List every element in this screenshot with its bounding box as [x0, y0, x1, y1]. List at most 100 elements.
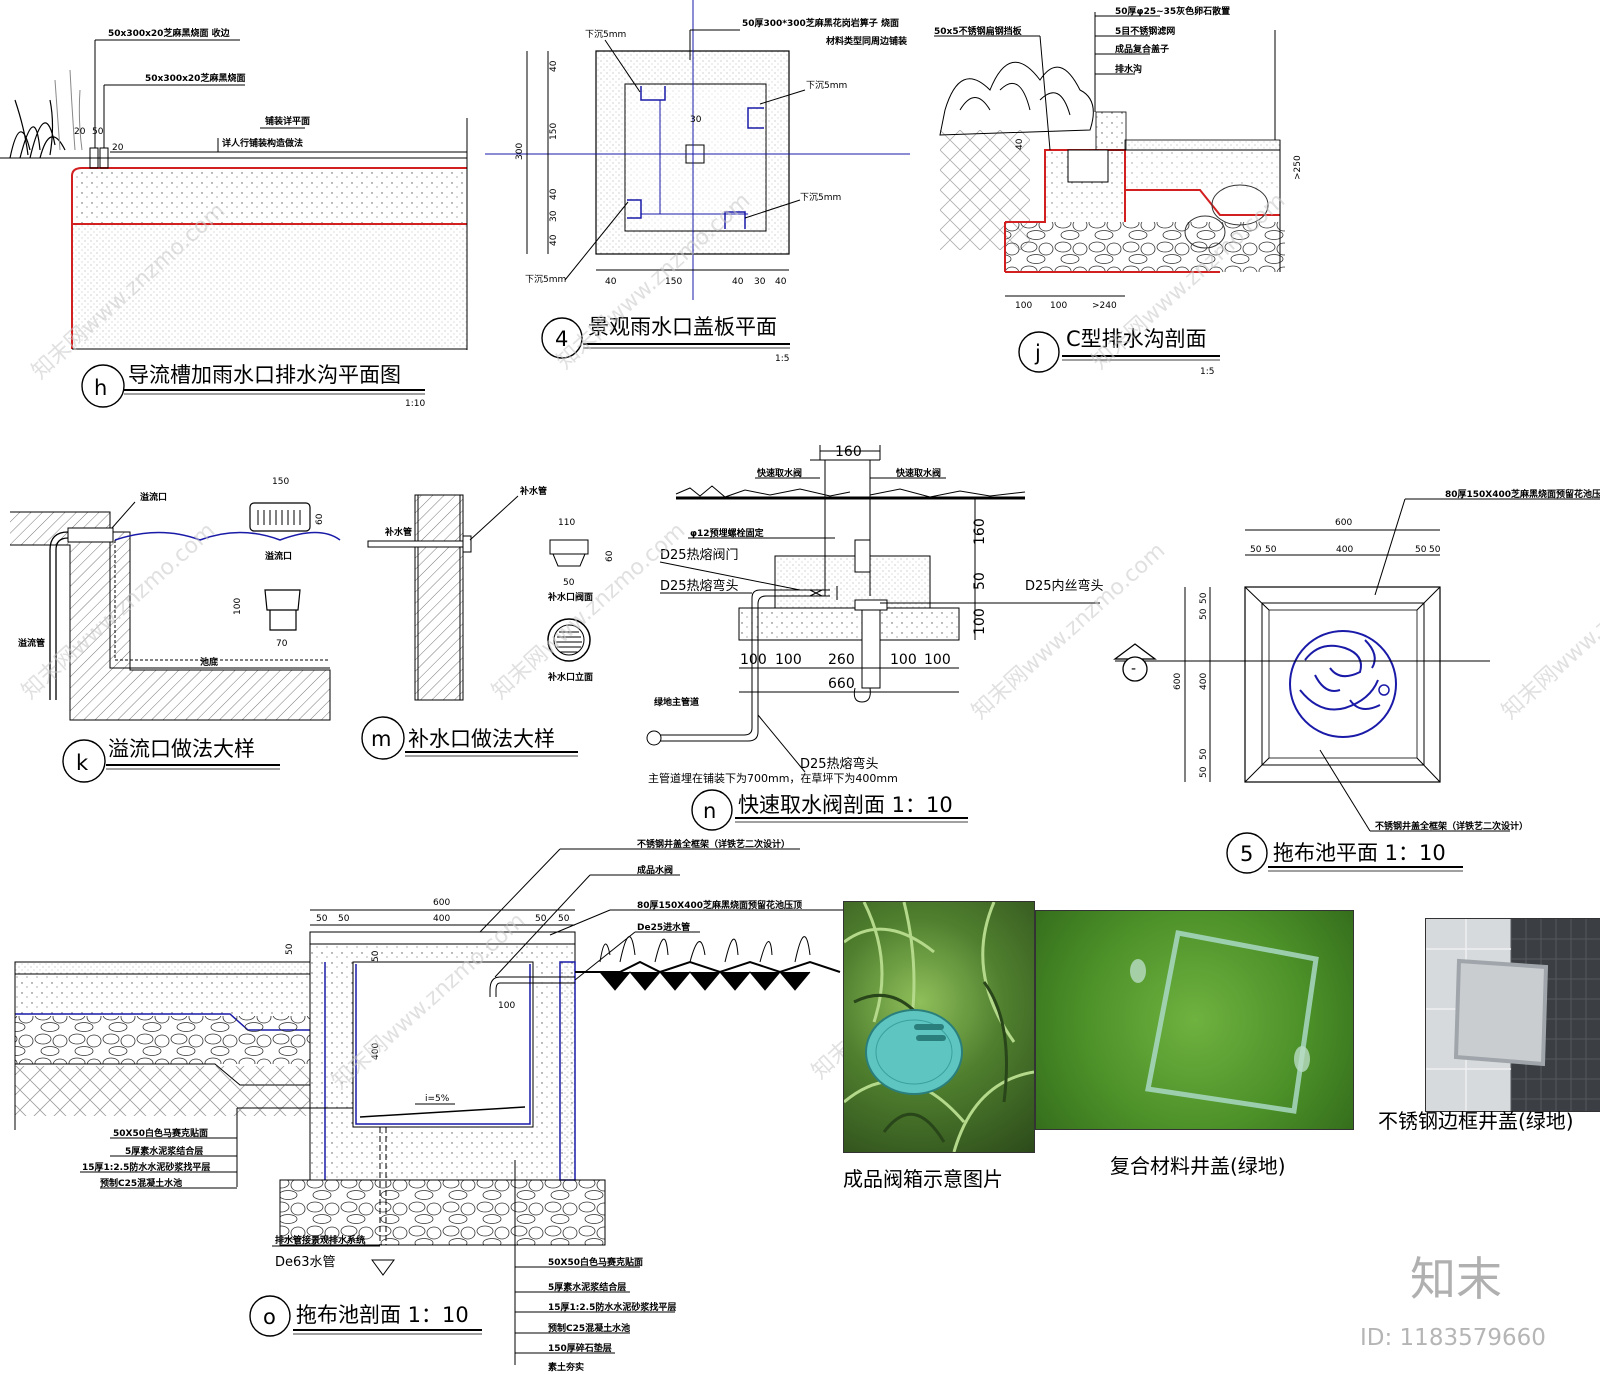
- k-dim-4: 70: [276, 639, 288, 649]
- detail-j: 50厚φ25~35灰色卵石散置 5目不锈钢滤网 成品复合盖子 排水沟 50x5不…: [934, 5, 1303, 377]
- o-title: 拖布池剖面 1：10: [296, 1303, 469, 1327]
- d5-section-mark: -: [1131, 661, 1136, 677]
- o-layer-bottom-2: 5厚素水泥浆结合层: [548, 1281, 626, 1293]
- n-title-mark: n: [703, 799, 716, 823]
- o-layer-bottom-4: 预制C25混凝土水池: [548, 1322, 630, 1334]
- d5-dim-top-3: 400: [1336, 545, 1353, 555]
- d4-annotation-top: 50厚300*300芝麻黑花岗岩箅子 烧面: [742, 17, 899, 29]
- o-dim-1: 50: [316, 914, 328, 924]
- h-annotation-2: 50x300x20芝麻黑烧面: [145, 72, 245, 84]
- photo-valve-box: [843, 901, 1035, 1153]
- j-annotation-left: 50x5不锈钢扁钢挡板: [934, 25, 1023, 37]
- n-dim-v1: 160: [972, 518, 988, 545]
- d4-dim-h-2: 150: [665, 277, 682, 287]
- photo-valve-box-caption: 成品阀箱示意图片: [843, 1167, 1003, 1191]
- d4-hole-dim: 30: [690, 115, 702, 125]
- h-scale: 1:10: [405, 399, 425, 409]
- j-dim-2: 100: [1050, 301, 1067, 311]
- j-title-mark: j: [1034, 341, 1041, 365]
- d5-dim-left-1: 50: [1199, 592, 1209, 604]
- n-dim-h4: 100: [890, 652, 917, 668]
- j-title: C型排水沟剖面: [1066, 327, 1207, 351]
- o-layer-left-4: 预制C25混凝土水池: [100, 1177, 182, 1189]
- n-note: 主管道埋在铺装下为700mm，在草坪下为400mm: [648, 771, 898, 785]
- o-ann-top-4: De25进水管: [637, 921, 690, 933]
- d4-dim-h-4: 30: [754, 277, 766, 287]
- d4-dim-v-4: 30: [549, 210, 559, 222]
- detail-m: 补水管 补水管 110 60 50 补水口阀面 补水口立面 m 补水口做法大样: [361, 485, 615, 760]
- o-dim-3: 400: [433, 914, 450, 924]
- d4-down5-bl: 下沉5mm: [525, 274, 566, 285]
- photo-composite-cover: [1035, 910, 1354, 1130]
- n-label-valve2: 快速取水阀: [896, 467, 941, 479]
- o-layer-bottom-3: 15厚1:2.5防水水泥砂浆找平层: [548, 1301, 676, 1313]
- o-layer-bottom-5: 150厚碎石垫层: [548, 1342, 612, 1354]
- o-dim-v1: 50: [285, 943, 295, 955]
- o-dim-v4: 100: [498, 1001, 515, 1011]
- d5-dim-left-2: 50: [1199, 608, 1209, 620]
- d4-dim-h-1: 40: [605, 277, 617, 287]
- n-title: 快速取水阀剖面 1：10: [738, 793, 953, 817]
- j-scale: 1:5: [1200, 367, 1214, 377]
- o-dim-5: 50: [558, 914, 570, 924]
- m-label-pipe2: 补水管: [519, 485, 547, 497]
- detail-h: 50x300x20芝麻黑烧面 收边 50x300x20芝麻黑烧面 铺装详平面 详…: [0, 27, 468, 409]
- d4-title: 景观雨水口盖板平面: [588, 315, 777, 339]
- n-label-main: 绿地主管道: [654, 696, 699, 708]
- n-dim-h1: 100: [740, 652, 767, 668]
- k-label-overflow2: 溢流口: [265, 550, 292, 562]
- h-annotation-1: 50x300x20芝麻黑烧面 收边: [108, 27, 231, 39]
- k-label-pipe: 溢流管: [18, 637, 45, 649]
- d4-dim-v-3: 40: [549, 188, 559, 200]
- k-label-overflow: 溢流口: [140, 491, 167, 503]
- detail-o: 600 50 50 400 50 50 50 50 400 100 i=5% 不…: [14, 838, 860, 1373]
- h-dim-2: 50: [92, 127, 104, 137]
- d5-dim-left-3: 400: [1199, 673, 1209, 690]
- d5-title: 拖布池平面 1：10: [1273, 841, 1446, 865]
- detail-n: 160 160 50 100 100 100 260 100 100 660 快…: [646, 444, 1104, 831]
- n-dim-v3: 100: [972, 608, 988, 635]
- d5-dim-top-2: 50: [1265, 545, 1277, 555]
- o-dim-4: 50: [535, 914, 547, 924]
- d5-dim-top-4: 50: [1415, 545, 1427, 555]
- d5-annotation-bottom: 不锈钢井盖全框架（详铁艺二次设计）: [1375, 820, 1528, 832]
- m-dim-1: 110: [558, 518, 575, 528]
- d4-dim-v-5: 40: [549, 234, 559, 246]
- k-dim-3: 100: [233, 598, 243, 615]
- o-drain-pipe: De63水管: [275, 1255, 336, 1270]
- d4-down5-tl: 下沉5mm: [585, 29, 626, 40]
- n-dim-h5: 100: [924, 652, 951, 668]
- o-layer-left-2: 5厚素水泥浆结合层: [125, 1145, 203, 1157]
- j-dim-1: 100: [1015, 301, 1032, 311]
- n-label-valve1: 快速取水阀: [757, 467, 802, 479]
- d4-down5-r2: 下沉5mm: [800, 192, 841, 203]
- o-layer-bottom-6: 素土夯实: [548, 1361, 584, 1373]
- d4-down5-r1: 下沉5mm: [806, 80, 847, 91]
- composite-cover-illustration: [1130, 930, 1319, 1114]
- d4-dim-v-2: 150: [549, 123, 559, 140]
- h-annotation-4: 详人行铺装构造做法: [222, 137, 303, 149]
- m-dim-2: 60: [605, 550, 615, 562]
- detail-4: 300 40 150 40 30 40 40 150 40 30 40 30 5…: [485, 0, 910, 364]
- m-title: 补水口做法大样: [408, 727, 555, 751]
- j-annotation-4: 排水沟: [1115, 63, 1142, 75]
- h-title: 导流槽加雨水口排水沟平面图: [128, 363, 401, 387]
- o-layer-left-3: 15厚1:2.5防水水泥砂浆找平层: [82, 1161, 210, 1173]
- d5-dim-left-5: 50: [1199, 766, 1209, 778]
- n-label-elbow2: D25内丝弯头: [1025, 578, 1104, 594]
- n-label-gate: D25热熔阀门: [660, 548, 739, 563]
- h-annotation-3: 铺装详平面: [265, 115, 310, 127]
- d5-dim-top-5: 50: [1429, 545, 1441, 555]
- n-dim-total: 660: [828, 676, 855, 692]
- photo-steel-cover-caption: 不锈钢边框井盖(绿地): [1378, 1109, 1574, 1133]
- m-label-pipe: 补水管: [384, 526, 412, 538]
- steel-cover-illustration: [1426, 919, 1600, 1111]
- watermark-text: 知末网www.znzmo.com: [967, 538, 1170, 724]
- o-ann-top-3: 80厚150X400芝麻黑烧面预留花池压顶: [637, 899, 802, 911]
- j-dim-5: 40: [1015, 138, 1025, 150]
- photo-composite-cover-caption: 复合材料井盖(绿地): [1110, 1154, 1286, 1178]
- h-dim-3: 20: [112, 143, 124, 153]
- d5-dim-top-1: 50: [1250, 545, 1262, 555]
- d5-dim-left-total: 600: [1173, 673, 1183, 690]
